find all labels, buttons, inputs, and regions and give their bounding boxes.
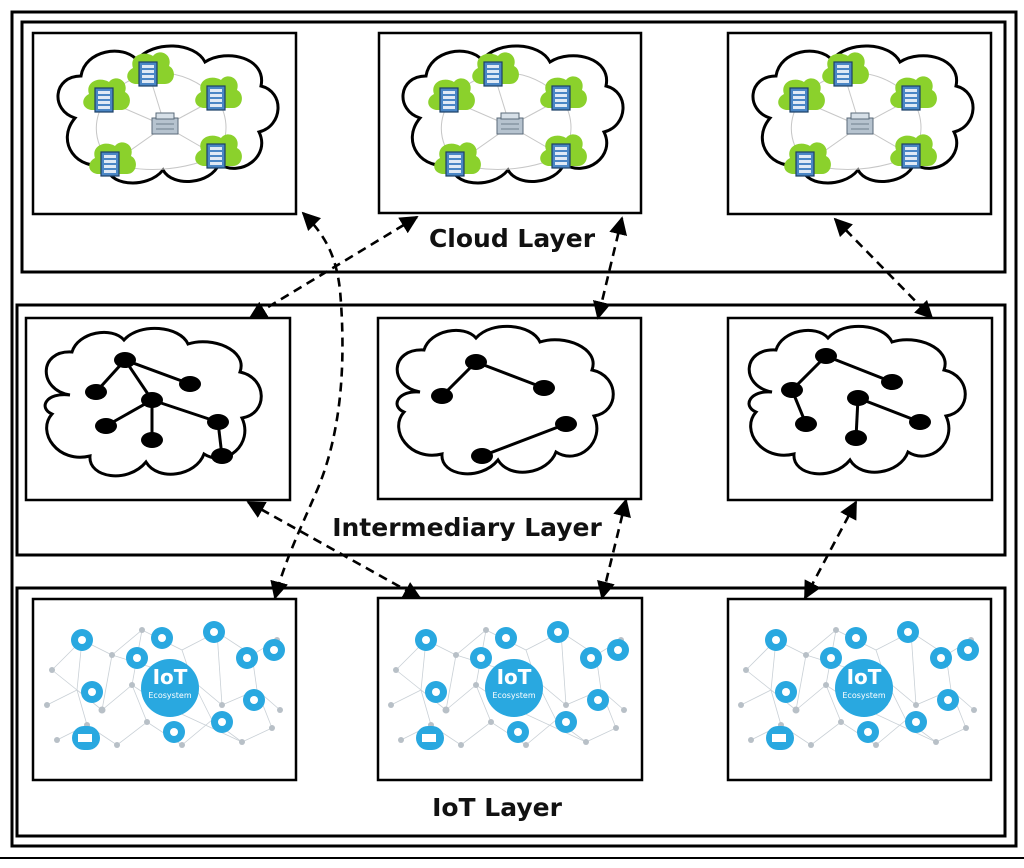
intermediary-node-right — [726, 316, 994, 502]
cloud-node-left — [31, 31, 298, 216]
cloud-server-cluster-icon — [403, 46, 623, 183]
arrow-cloud-center-to-intermediary-center — [592, 216, 628, 320]
outer-frame — [10, 10, 1018, 848]
cloud-node-right — [726, 31, 993, 216]
cloud-node-center — [377, 31, 643, 215]
cloud-layer-frame — [20, 20, 1007, 274]
iot-logo-subtitle: Ecosystem — [492, 691, 535, 700]
arrow-intermediary-right-to-iot-right — [803, 500, 858, 600]
intermediary-layer: Intermediary Layer — [15, 303, 1007, 557]
arrow-intermediary-center-to-iot-center — [597, 498, 631, 600]
arrow-cloud-center-to-intermediary-left — [248, 215, 419, 320]
cloud-server-cluster-icon — [753, 46, 973, 183]
cloud-server-cluster-icon — [58, 46, 278, 183]
iot-logo-subtitle: Ecosystem — [148, 691, 191, 700]
iot-logo-title: IoT — [497, 665, 532, 689]
intermediary-layer-frame — [15, 303, 1007, 557]
intermediary-node-left — [24, 316, 292, 502]
node-tree-cloud-icon — [43, 326, 263, 478]
iot-logo-title: IoT — [153, 665, 188, 689]
connections — [246, 211, 934, 600]
iot-layer: IoT Ecosystem IoT Ecosystem IoT Ecosyste… — [15, 586, 1007, 838]
iot-node-left: IoT Ecosystem — [31, 597, 298, 782]
node-tree-cloud-icon — [747, 324, 967, 476]
intermediary-node-center — [376, 316, 643, 501]
iot-layer-frame — [15, 586, 1007, 838]
arrow-intermediary-left-to-iot-center — [246, 500, 422, 600]
intermediary-layer-label: Intermediary Layer — [332, 513, 602, 542]
cloud-layer: Cloud Layer — [20, 20, 1007, 274]
node-tree-cloud-icon — [395, 324, 615, 476]
iot-node-center: IoT Ecosystem — [376, 596, 644, 782]
iot-logo-title: IoT — [847, 665, 882, 689]
cloud-layer-label: Cloud Layer — [429, 224, 596, 253]
arrow-cloud-right-to-intermediary-right — [833, 217, 934, 320]
iot-node-right: IoT Ecosystem — [726, 597, 993, 782]
iot-logo-subtitle: Ecosystem — [842, 691, 885, 700]
iot-layer-label: IoT Layer — [432, 793, 563, 822]
